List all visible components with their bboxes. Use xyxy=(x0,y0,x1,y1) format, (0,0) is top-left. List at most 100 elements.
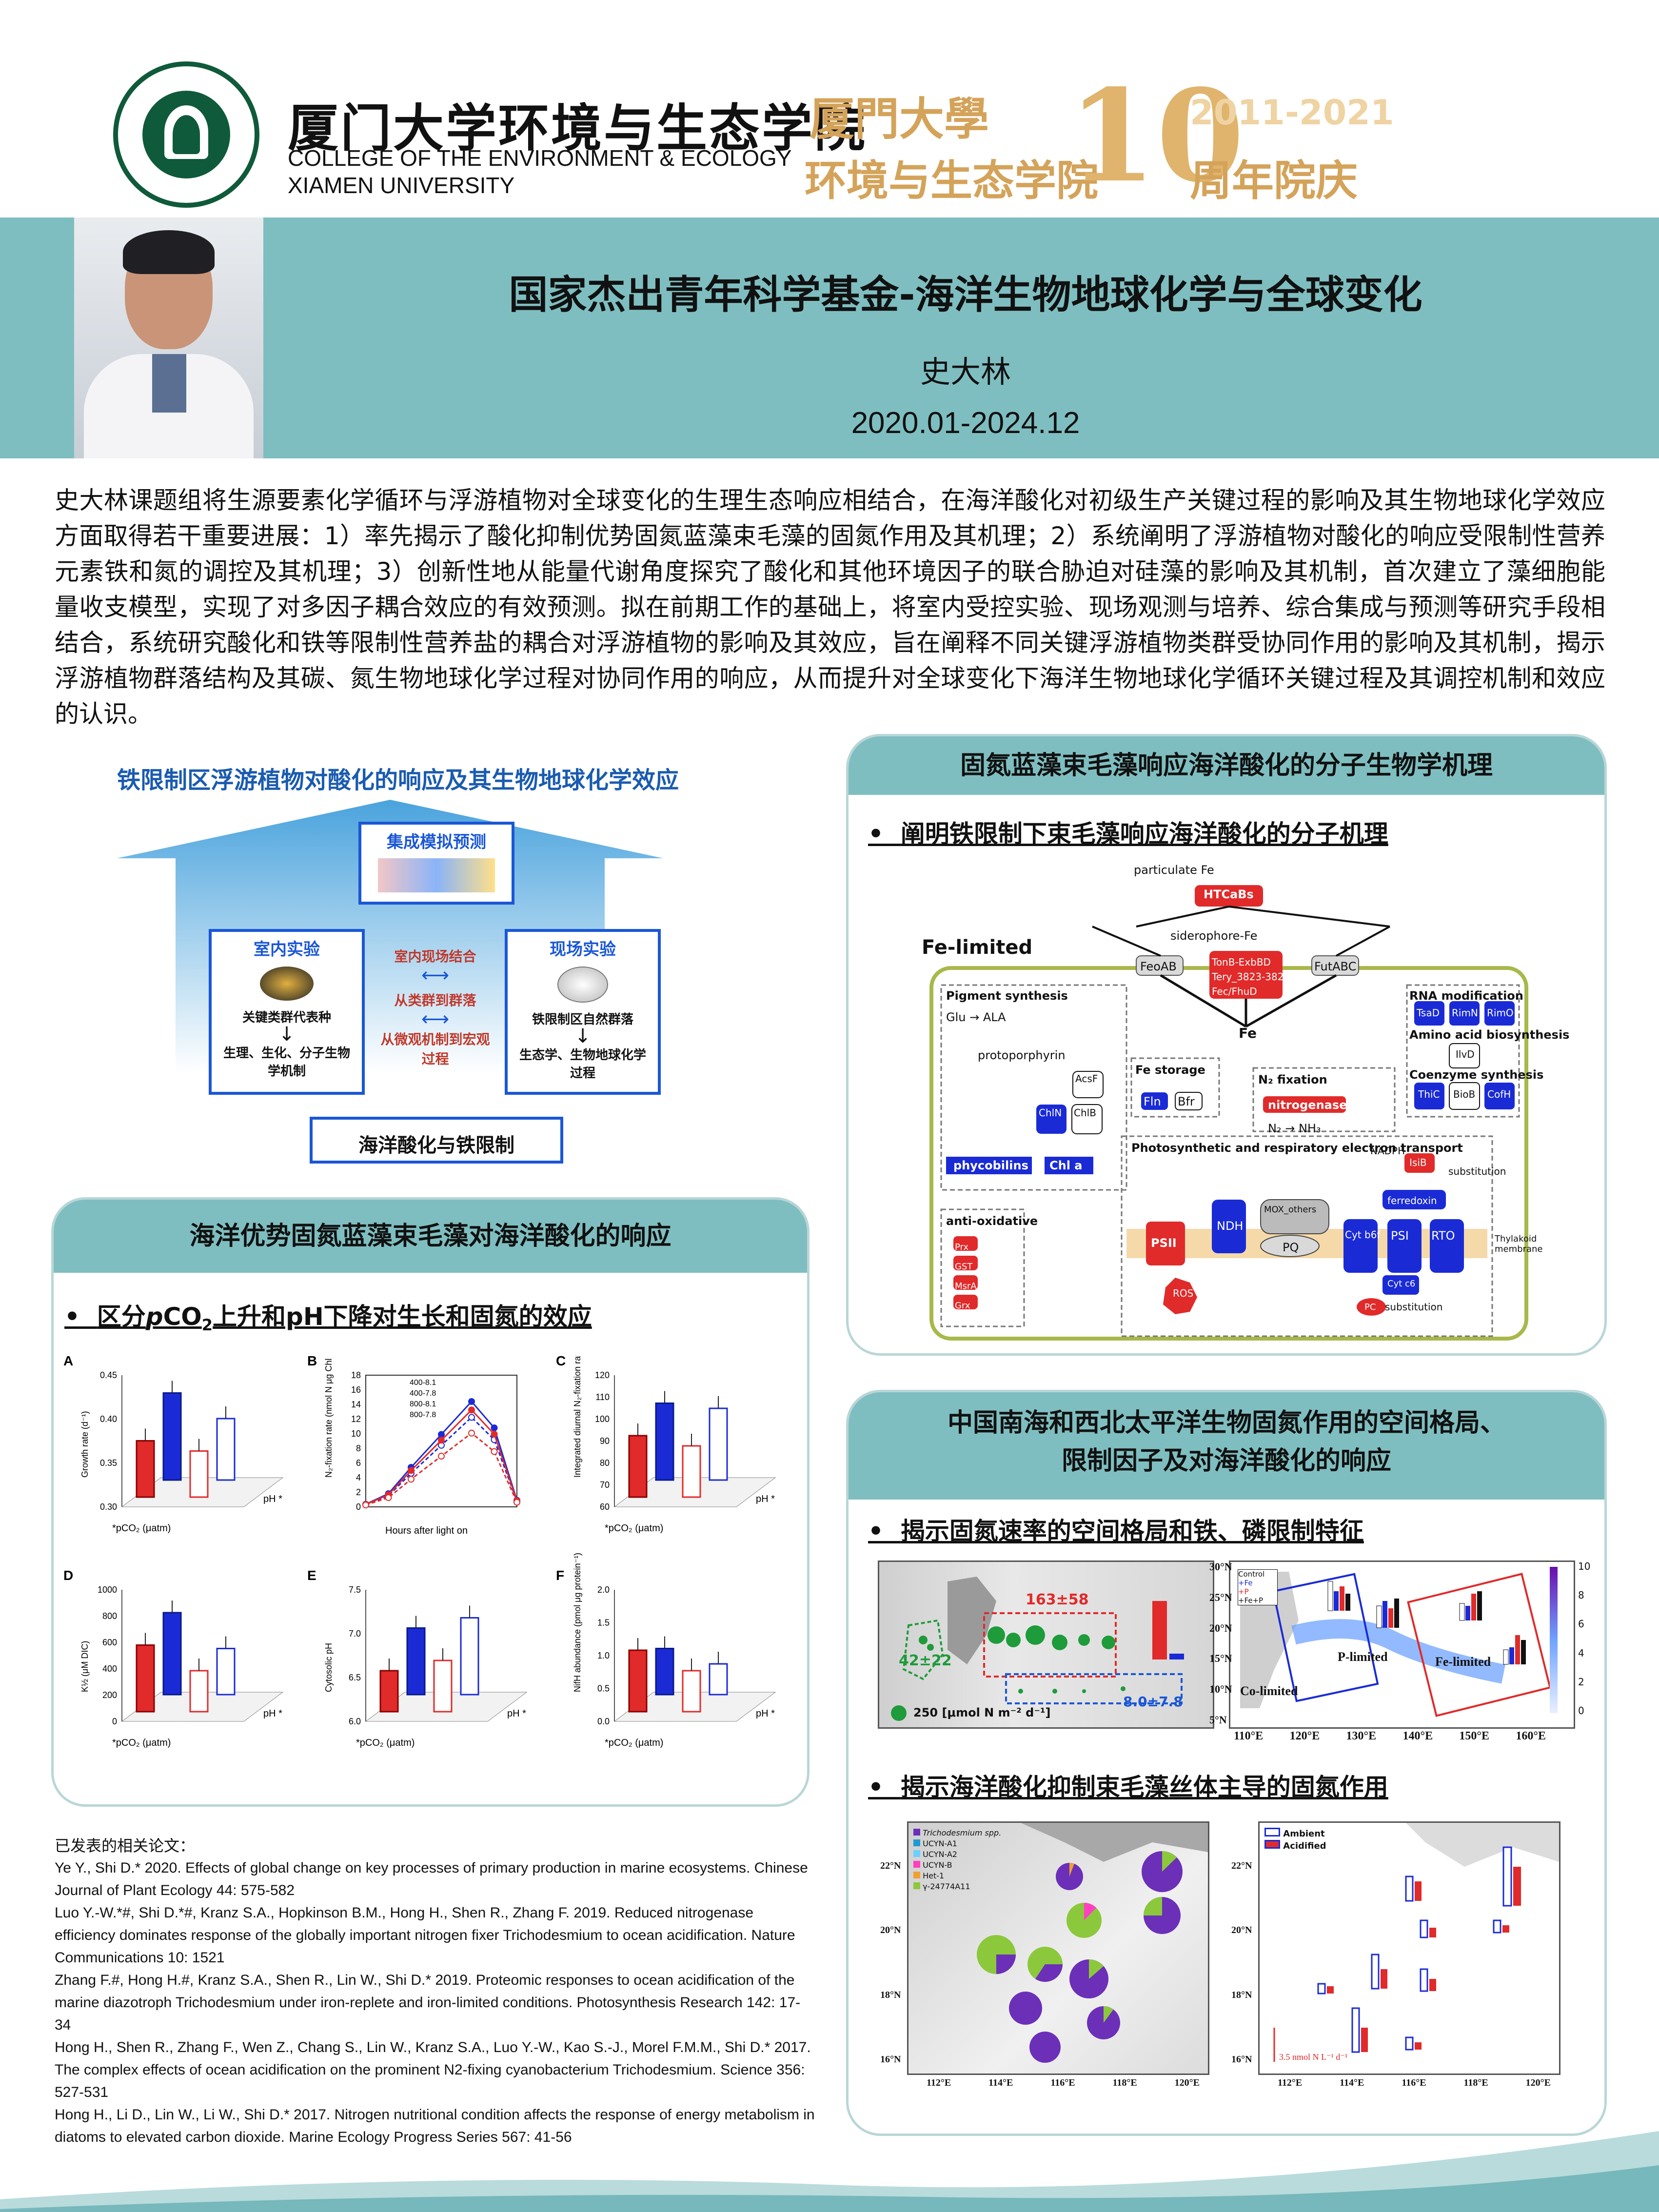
figure-tick-label: 6.0 xyxy=(349,1717,361,1726)
anniv-college: 环境与生态学院 xyxy=(805,156,1098,205)
figure-xlabel: *pCO₂ (μatm) xyxy=(605,1738,663,1748)
map-acidification-response: Ambient Acidified 3.5 nmol N L⁻¹ d⁻¹ xyxy=(1258,1821,1560,2075)
figure-tick-label: 80 xyxy=(600,1458,610,1468)
bar xyxy=(709,1407,728,1481)
bar xyxy=(379,1670,399,1713)
figure-tick-label: 16 xyxy=(351,1385,361,1395)
label-cofh: CofH xyxy=(1487,1088,1511,1100)
figure-xlabel: Hours after light on xyxy=(385,1525,468,1536)
figure-legend-entry: 800-8.1 xyxy=(410,1400,436,1408)
bar xyxy=(162,1392,182,1481)
title-banner xyxy=(0,217,1659,458)
figure-tick-label: 7.5 xyxy=(349,1585,361,1595)
figure-panel-label: C xyxy=(556,1356,566,1368)
label-isib: IsiB xyxy=(1409,1157,1427,1168)
line-point xyxy=(362,1501,369,1509)
figure-tick-label: 6.5 xyxy=(349,1673,361,1682)
footer-wave xyxy=(0,2131,1659,2212)
figure-tick-label: 4 xyxy=(356,1473,361,1482)
figure-ylabel: Growth rate (d⁻¹) xyxy=(80,1411,90,1478)
label-ndh: NDH xyxy=(1217,1219,1244,1233)
figure-panel-label: B xyxy=(307,1356,317,1368)
bar xyxy=(628,1649,648,1713)
figure-tick-label: 2 xyxy=(356,1487,361,1497)
line-point xyxy=(385,1494,392,1501)
label-fe-limited: Fe-limited xyxy=(1435,1655,1491,1669)
reference-item: Hong H., Shen R., Zhang F., Wen Z., Chan… xyxy=(55,2039,811,2100)
figure-tick-label: 1.5 xyxy=(597,1618,610,1628)
reference-item: Hong H., Li D., Lin W., Li W., Shi D.* 2… xyxy=(55,2107,815,2145)
field-box: 现场实验 铁限制区自然群落 ↓ 生态学、生物地球化学过程 xyxy=(505,929,661,1095)
integration-box: 集成模拟预测 xyxy=(358,822,514,905)
references: 已发表的相关论文： Ye Y., Shi D.* 2020. Effects o… xyxy=(55,1835,815,2149)
figure-panel-label: E xyxy=(307,1568,316,1583)
figure-tick-label: 1000 xyxy=(98,1585,117,1595)
label-p-limited: P-limited xyxy=(1338,1650,1388,1664)
line-point xyxy=(438,1431,445,1438)
label-mox: MOX_others xyxy=(1264,1205,1317,1215)
line-point xyxy=(438,1437,445,1444)
rate-legend: 250 [μmol N m⁻² d⁻¹] xyxy=(913,1706,1051,1719)
label-htcabs: HTCaBs xyxy=(1204,888,1254,901)
label-tsad: TsaD xyxy=(1417,1007,1440,1019)
figure-tick-label: 0 xyxy=(356,1502,361,1512)
figure-xlabel: *pCO₂ (μatm) xyxy=(112,1523,171,1534)
bar xyxy=(655,1648,674,1696)
label-chla: Chl a xyxy=(1049,1159,1083,1172)
label-rto: RTO xyxy=(1431,1229,1455,1243)
figure-tick-label: 90 xyxy=(600,1436,610,1446)
bar xyxy=(460,1617,479,1696)
figure-xlabel-ph: pH * xyxy=(756,1494,775,1504)
label-biob: BioB xyxy=(1453,1088,1476,1100)
figure-tick-label: 60 xyxy=(600,1502,610,1512)
label-nitrogenase: nitrogenase xyxy=(1268,1098,1347,1112)
bar xyxy=(628,1435,648,1498)
figure-tick-label: 100 xyxy=(595,1414,610,1424)
label-fe: Fe xyxy=(1239,1025,1257,1041)
label-fln: Fln xyxy=(1144,1095,1161,1108)
figure-ylabel: Integrated diurnal N₂-fixation rate (nmo… xyxy=(573,1356,582,1478)
bullet-molecular: • 阐明铁限制下束毛藻响应海洋酸化的分子机理 xyxy=(868,820,1388,848)
label-glu-ala: Glu → ALA xyxy=(946,1010,1006,1024)
figure-tick-label: 12 xyxy=(351,1414,361,1424)
line-point xyxy=(408,1467,415,1474)
figure-tick-label: 10 xyxy=(351,1429,361,1439)
rate-label-3: 8.0±7.8 xyxy=(1123,1694,1183,1710)
label-amino: Amino acid biosynthesis xyxy=(1409,1028,1570,1042)
label-ilvd: IlvD xyxy=(1456,1048,1475,1060)
map2-legend: Control+Fe +P+Fe+P xyxy=(1238,1569,1278,1605)
label-substitution-1: substitution xyxy=(1448,1165,1506,1177)
label-siderophore: siderophore-Fe xyxy=(1170,929,1258,943)
line-point xyxy=(514,1499,520,1506)
bullet-spatial: • 揭示固氮速率的空间格局和铁、磷限制特征 xyxy=(868,1517,1364,1545)
line-point xyxy=(491,1424,498,1431)
label-n2-fixation: N₂ fixation xyxy=(1258,1073,1327,1086)
figure-tick-label: 0.30 xyxy=(100,1502,117,1512)
bar xyxy=(189,1670,209,1713)
figure-tick-label: 0.40 xyxy=(100,1414,117,1424)
map4-scale: 3.5 nmol N L⁻¹ d⁻¹ xyxy=(1279,2052,1348,2062)
label-phycobilins: phycobilins xyxy=(953,1159,1028,1172)
figure-xlabel-ph: pH * xyxy=(263,1708,282,1719)
figure-xlabel: *pCO₂ (μatm) xyxy=(112,1738,171,1748)
label-thic: ThiC xyxy=(1418,1088,1440,1100)
figure-tick-label: 1.0 xyxy=(597,1651,610,1660)
figure-tick-label: 6 xyxy=(356,1458,361,1468)
label-photo: Photosynthetic and respiratory electron … xyxy=(1131,1141,1463,1155)
figure-tick-label: 200 xyxy=(102,1690,117,1700)
label-ferredoxin: ferredoxin xyxy=(1387,1195,1437,1206)
label-futabc: FutABC xyxy=(1314,960,1357,973)
panel-molecular-mechanism: 固氮蓝藻束毛藻响应海洋酸化的分子生物学机理 • 阐明铁限制下束毛藻响应海洋酸化的… xyxy=(846,734,1607,1356)
label-rna: RNA modification xyxy=(1409,989,1523,1003)
bar xyxy=(406,1627,426,1696)
label-bfr: Bfr xyxy=(1178,1095,1195,1108)
bar xyxy=(655,1402,674,1481)
label-antiox: anti-oxidative xyxy=(946,1214,1038,1228)
anniv-text: 周年院庆 xyxy=(1190,156,1358,205)
college-name-cn: 厦门大学环境与生态学院 xyxy=(288,98,868,158)
bar xyxy=(709,1663,728,1696)
figure-xlabel: *pCO₂ (μatm) xyxy=(356,1738,415,1748)
